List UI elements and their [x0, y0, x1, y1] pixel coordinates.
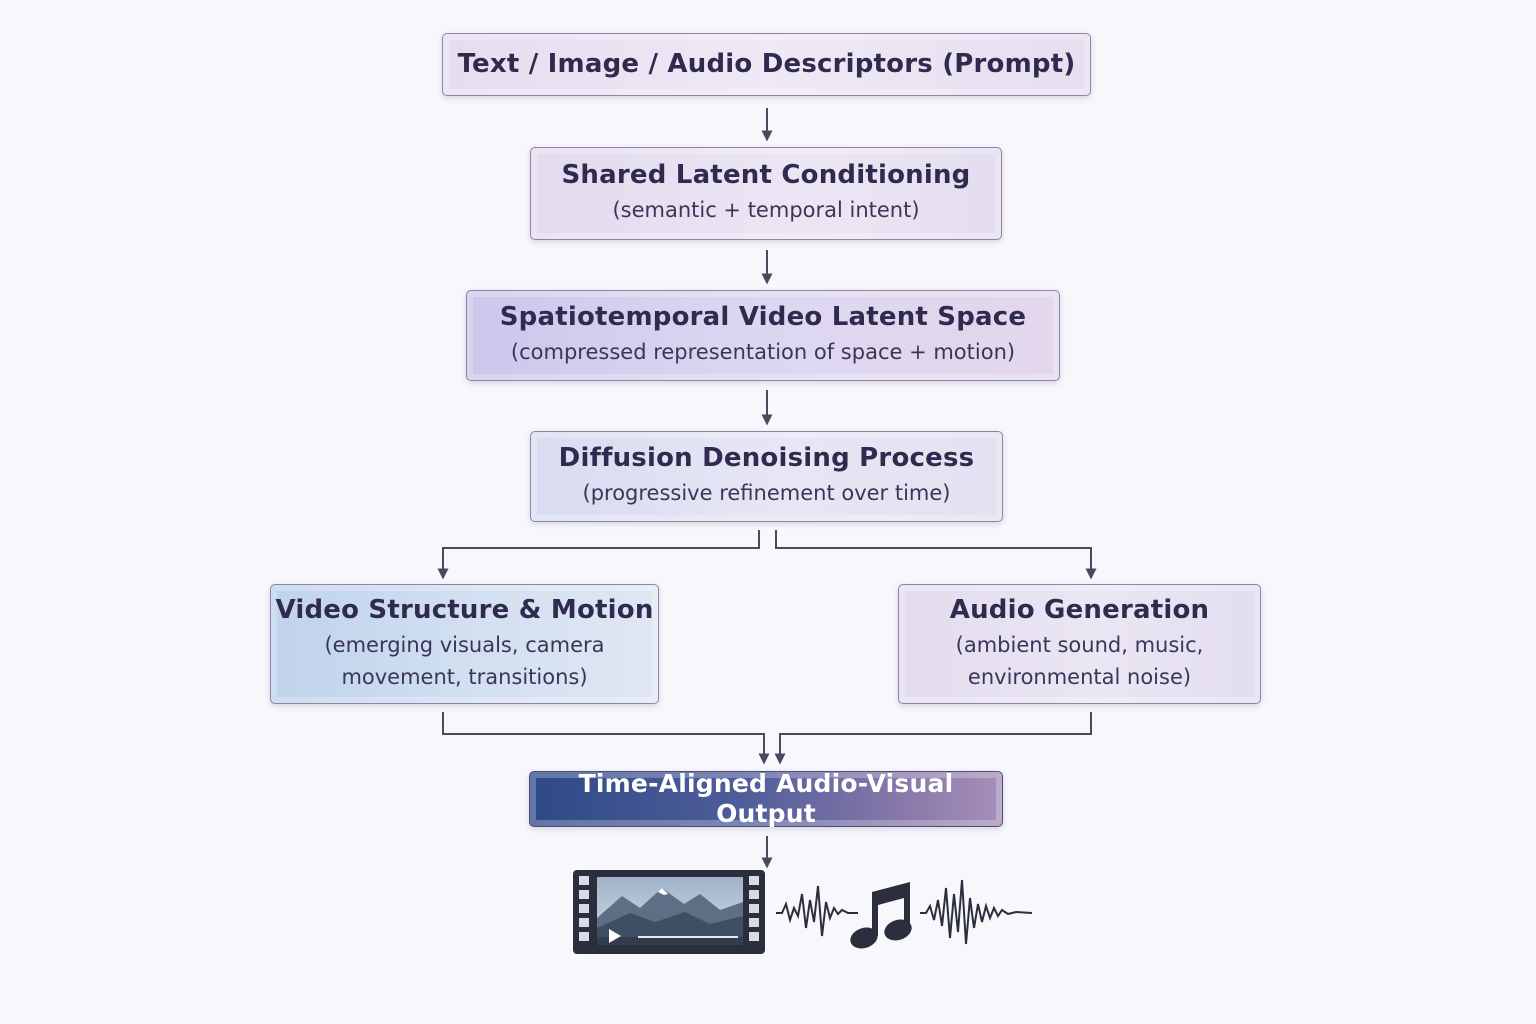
audio-waveform-icon: [776, 885, 858, 937]
diffusion-subtitle: (progressive refinement over time): [582, 481, 951, 506]
audio-generation-node: Audio Generation (ambient sound, music, …: [898, 584, 1261, 704]
audio-generation-subtitle-line2: environmental noise): [967, 664, 1192, 689]
arrow-audio-to-output: [774, 712, 1092, 765]
arrow-diffusion-to-audio: [775, 530, 1097, 580]
video-structure-subtitle: (emerging visuals, camera movement, tran…: [324, 630, 604, 693]
video-structure-subtitle-line1: (emerging visuals, camera: [324, 633, 605, 658]
audio-generation-title: Audio Generation: [949, 594, 1210, 625]
prompt-node: Text / Image / Audio Descriptors (Prompt…: [442, 33, 1091, 96]
diffusion-node: Diffusion Denoising Process (progressive…: [530, 431, 1003, 522]
latent-space-title: Spatiotemporal Video Latent Space: [499, 302, 1027, 333]
video-structure-node: Video Structure & Motion (emerging visua…: [270, 584, 659, 704]
audio-visual-output-node: Time-Aligned Audio-Visual Output: [529, 769, 1003, 828]
audio-waveform-icon-right: [920, 879, 1033, 945]
arrow-diffusion-to-video: [437, 530, 760, 580]
prompt-title: Text / Image / Audio Descriptors (Prompt…: [457, 48, 1076, 79]
arrow-video-to-output: [442, 712, 770, 765]
latent-space-node: Spatiotemporal Video Latent Space (compr…: [466, 290, 1060, 381]
video-structure-subtitle-line2: movement, transitions): [341, 664, 588, 689]
conditioning-subtitle: (semantic + temporal intent): [612, 198, 920, 223]
music-note-icon: [850, 882, 912, 949]
video-structure-title: Video Structure & Motion: [275, 594, 654, 625]
video-player-icon: [573, 870, 765, 954]
latent-space-subtitle: (compressed representation of space + mo…: [510, 340, 1016, 365]
output-title: Time-Aligned Audio-Visual Output: [578, 769, 954, 828]
audio-generation-subtitle-line1: (ambient sound, music,: [955, 633, 1204, 658]
audio-generation-subtitle: (ambient sound, music, environmental noi…: [956, 630, 1204, 693]
latent-conditioning-node: Shared Latent Conditioning (semantic + t…: [530, 147, 1002, 240]
conditioning-title: Shared Latent Conditioning: [561, 160, 971, 191]
diffusion-title: Diffusion Denoising Process: [558, 443, 975, 474]
output-media-icons: [573, 870, 1033, 954]
